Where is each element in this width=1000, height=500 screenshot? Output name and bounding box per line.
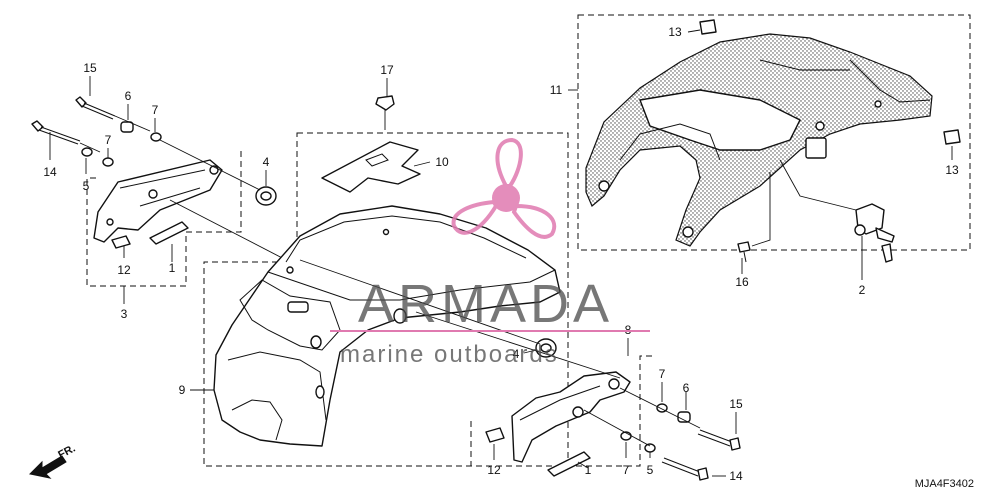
left-pad-part — [111, 221, 189, 249]
callout-label-1: 1 — [585, 463, 592, 477]
callout-label-16: 16 — [735, 275, 749, 289]
callout-label-14: 14 — [729, 469, 743, 483]
callout-labels: 1567147541213171094876151217514111313162 — [43, 25, 959, 483]
collar-6-left — [120, 121, 134, 133]
bolt-15-right — [697, 429, 741, 451]
armada-propeller-logo — [451, 137, 557, 239]
callout-label-7: 7 — [105, 133, 112, 147]
callout-label-1: 1 — [169, 261, 176, 275]
callout-label-12: 12 — [487, 463, 501, 477]
rear-fender-part — [213, 205, 561, 447]
callout-label-6: 6 — [683, 381, 690, 395]
grommet-4-left — [255, 186, 277, 206]
callout-label-9: 9 — [179, 383, 186, 397]
callout-label-7: 7 — [623, 463, 630, 477]
clip-13-right — [943, 129, 961, 145]
bolt-14-left — [31, 120, 81, 145]
callout-label-15: 15 — [729, 397, 743, 411]
group-box-inner-fender — [577, 14, 971, 251]
clip-17 — [375, 95, 395, 130]
screw-16 — [737, 241, 751, 263]
callout-label-4: 4 — [263, 155, 270, 169]
bolt-14-right — [661, 457, 709, 481]
callout-label-14: 14 — [43, 165, 57, 179]
clip-13-top — [699, 19, 717, 35]
seal-10 — [321, 141, 421, 193]
callout-label-13: 13 — [945, 163, 959, 177]
callout-label-13: 13 — [668, 25, 682, 39]
right-pad-part — [485, 427, 591, 477]
group-box-right-bracket — [470, 355, 652, 467]
diagram-code: MJA4F3402 — [914, 478, 974, 490]
callout-label-10: 10 — [435, 155, 449, 169]
washer-7-left-lower — [102, 157, 114, 167]
front-direction-arrow — [28, 455, 67, 479]
callout-label-2: 2 — [859, 283, 866, 297]
watermark-tagline: marine outboards — [340, 341, 559, 368]
callout-label-11: 11 — [550, 83, 563, 97]
watermark-brand: ARMADA — [358, 274, 613, 334]
seat-lock-2 — [854, 203, 895, 263]
group-box-left-bracket — [86, 151, 242, 287]
right-bracket-part — [511, 371, 631, 463]
callout-label-3: 3 — [121, 307, 128, 321]
callout-label-4: 4 — [513, 347, 520, 361]
callout-label-5: 5 — [647, 463, 654, 477]
callout-label-17: 17 — [380, 63, 394, 77]
callout-label-5: 5 — [83, 179, 90, 193]
callout-label-6: 6 — [125, 89, 132, 103]
left-bracket-part — [93, 159, 223, 243]
callout-label-7: 7 — [152, 103, 159, 117]
callout-label-15: 15 — [83, 61, 97, 75]
bolt-15-left — [75, 96, 116, 120]
washer-5-left — [81, 147, 93, 157]
callout-label-12: 12 — [117, 263, 131, 277]
callout-label-7: 7 — [659, 367, 666, 381]
washer-5-right — [644, 443, 656, 453]
washer-7-left-upper — [150, 132, 162, 142]
inner-fender-part — [585, 33, 933, 247]
